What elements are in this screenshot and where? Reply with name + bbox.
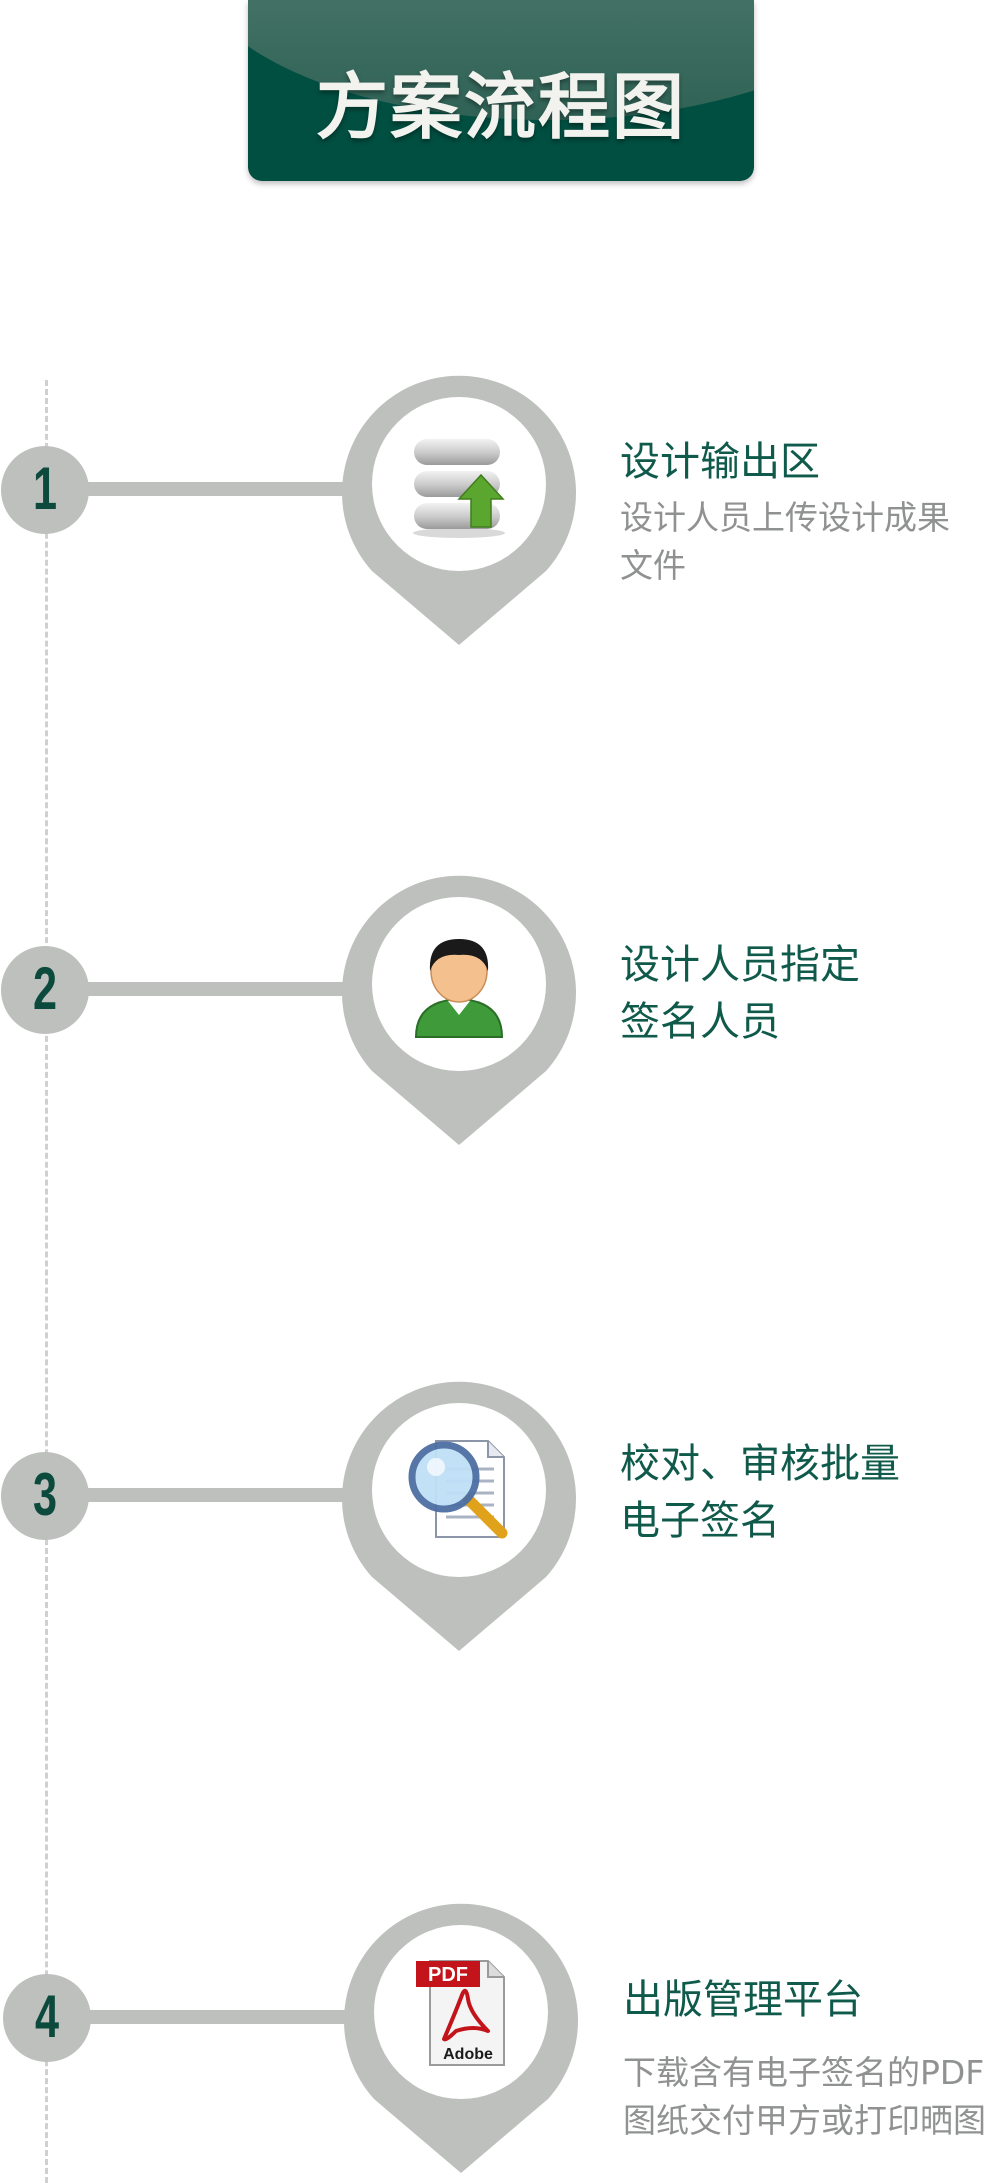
timeline-line xyxy=(45,380,48,2183)
pdf-icon-brand: Adobe xyxy=(443,2046,493,2063)
step-2-connector xyxy=(84,982,374,996)
document-magnifier-icon xyxy=(402,1433,516,1547)
user-avatar-icon xyxy=(402,927,516,1041)
step-1-description: 设计人员上传设计成果文件 xyxy=(620,498,950,585)
step-3-connector xyxy=(84,1488,374,1502)
step-1-heading: 设计输出区 xyxy=(620,439,820,485)
database-upload-icon xyxy=(402,427,516,541)
step-2-number: 2 xyxy=(32,955,58,1022)
page-title: 方案流程图 xyxy=(315,65,686,149)
step-4-pin: PDF Adobe xyxy=(341,1903,581,2173)
step-4-connector xyxy=(86,2010,376,2024)
step-2-number-badge: 2 xyxy=(1,946,89,1034)
step-3-number-badge: 3 xyxy=(1,1452,89,1540)
pdf-icon-label: PDF xyxy=(428,1964,468,1986)
step-4-number-badge: 4 xyxy=(3,1974,91,2062)
step-1-pin xyxy=(339,375,579,645)
step-2-heading: 设计人员指定签名人员 xyxy=(620,942,860,1045)
step-3-pin xyxy=(339,1381,579,1651)
step-3-number: 3 xyxy=(32,1461,58,1528)
step-3-heading: 校对、审核批量电子签名 xyxy=(620,1441,900,1544)
step-1-number-badge: 1 xyxy=(1,446,89,534)
step-1-connector xyxy=(84,482,374,496)
pdf-document-icon: PDF Adobe xyxy=(404,1955,518,2069)
step-4-heading: 出版管理平台 xyxy=(623,1977,863,2023)
step-4-number: 4 xyxy=(34,1983,60,2050)
step-2-pin xyxy=(339,875,579,1145)
title-banner: 方案流程图 xyxy=(248,0,754,181)
step-1-number: 1 xyxy=(32,455,58,522)
step-4-description: 下载含有电子签名的PDF图纸交付甲方或打印晒图 xyxy=(623,2053,986,2140)
